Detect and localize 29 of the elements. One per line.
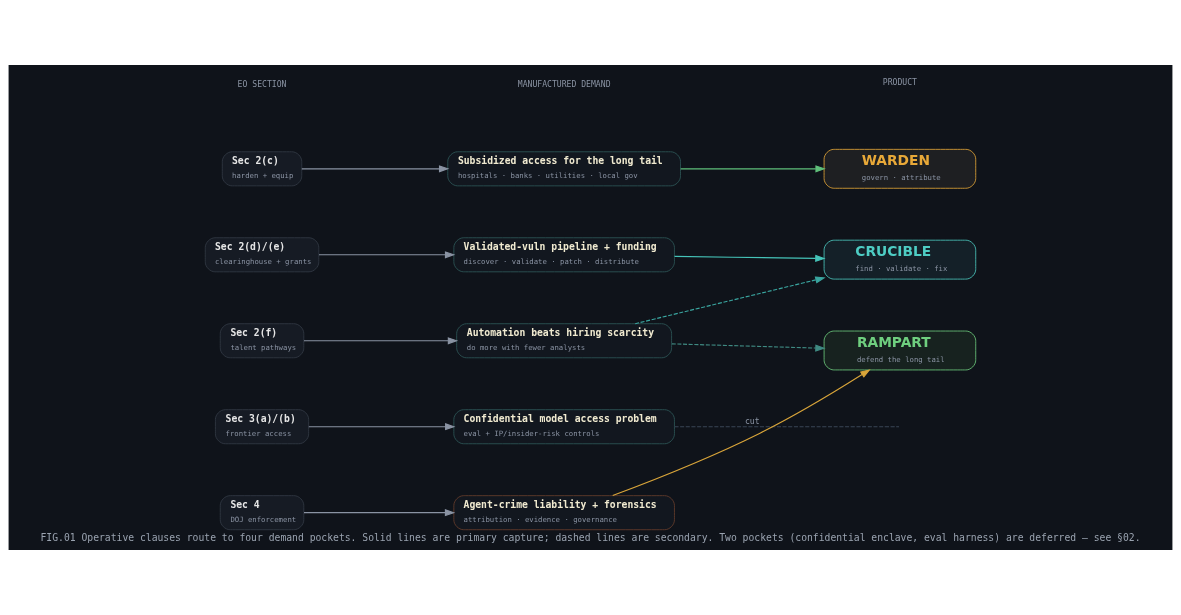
node-box: RAMPART defend the long tail bbox=[823, 330, 977, 371]
edge-label: cut bbox=[744, 416, 760, 427]
arrow bbox=[680, 165, 826, 173]
label: PRODUCT bbox=[882, 76, 917, 87]
node-box: Sec 2(d)/(e) clearinghouse + grants bbox=[204, 237, 320, 273]
arrow bbox=[303, 509, 456, 517]
arrow bbox=[318, 251, 456, 259]
node-box: Sec 2(f) talent pathways bbox=[219, 323, 305, 359]
arrow bbox=[674, 254, 826, 263]
node-box: Validated-vuln pipeline + funding discover · validate · patch · distribute bbox=[453, 237, 675, 273]
arrow bbox=[303, 337, 459, 345]
arrow bbox=[308, 423, 456, 431]
node-box: Sec 4 DOJ enforcement bbox=[219, 495, 305, 531]
node-box: Agent-crime liability + forensics attribution · evidence · governance bbox=[453, 495, 675, 531]
node-box: WARDEN govern · attribute bbox=[823, 148, 977, 189]
node-box: CRUCIBLE find · validate · fix bbox=[823, 239, 977, 280]
arrow bbox=[612, 369, 871, 497]
arrow bbox=[634, 276, 826, 325]
node-box: Subsidized access for the long tail hospitals · banks · utilities · local gov bbox=[447, 151, 681, 187]
label: MANUFACTURED DEMAND bbox=[517, 79, 611, 90]
node-box: Sec 3(a)/(b) frontier access bbox=[215, 409, 310, 445]
node-box: Sec 2(c) harden + equip bbox=[221, 151, 303, 187]
arrow bbox=[671, 343, 826, 352]
caption: FIG.01 Operative clauses route to four demand pockets. Solid lines are primary capture; dashed lines are secondary. Two pockets (confidential enclave, eval harness) are deferred — see §02. bbox=[40, 531, 1141, 543]
label: EO SECTION bbox=[237, 79, 287, 90]
arrow bbox=[301, 165, 450, 173]
connector bbox=[674, 426, 900, 428]
node-box: Confidential model access problem eval + IP/insider-risk controls bbox=[453, 409, 675, 445]
node-box: Automation beats hiring scarcity do more with fewer analysts bbox=[456, 323, 672, 359]
